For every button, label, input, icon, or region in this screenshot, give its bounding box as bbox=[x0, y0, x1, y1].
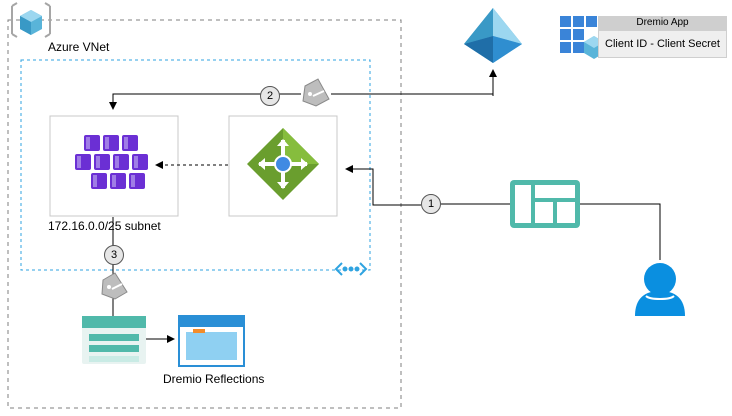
subnet-boundary bbox=[20, 59, 371, 271]
azure-vnet-cube-icon bbox=[11, 2, 51, 38]
virtual-network-icon bbox=[334, 262, 368, 276]
key-tag-icon bbox=[101, 272, 128, 300]
reflections-label: Dremio Reflections bbox=[163, 372, 265, 386]
vnet-label: Azure VNet bbox=[48, 40, 110, 54]
kubernetes-cluster-icon bbox=[75, 135, 148, 189]
app-registration-card: Dremio App Client ID - Client Secret bbox=[558, 16, 727, 58]
step-badge-3: 3 bbox=[104, 245, 124, 265]
app-title: Dremio App bbox=[598, 16, 727, 30]
step-badge-2: 2 bbox=[260, 86, 280, 106]
application-gateway-icon bbox=[247, 128, 319, 200]
subnet-label: 172.16.0.0/25 subnet bbox=[48, 219, 161, 233]
vnet-boundary bbox=[7, 19, 402, 409]
app-credential: Client ID - Client Secret bbox=[598, 30, 727, 58]
frontdoor-to-gateway-connector bbox=[346, 169, 510, 206]
front-door-icon bbox=[510, 180, 580, 228]
key-tag-icon bbox=[302, 78, 330, 107]
step-badge-1: 1 bbox=[421, 194, 441, 214]
storage-account-icon bbox=[82, 316, 146, 364]
user-icon bbox=[635, 263, 685, 316]
data-lake-folder-icon bbox=[178, 315, 245, 367]
azure-active-directory-icon bbox=[464, 8, 522, 63]
frontdoor-to-user-connector bbox=[580, 203, 661, 260]
